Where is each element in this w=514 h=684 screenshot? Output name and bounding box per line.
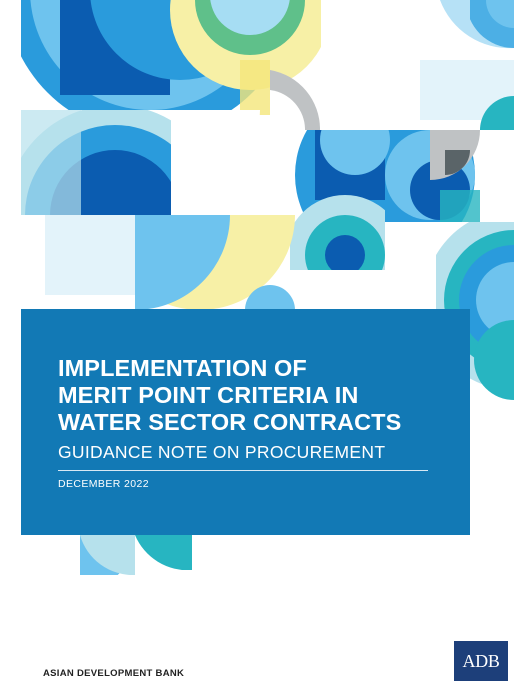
title-line-1: IMPLEMENTATION OF xyxy=(58,355,307,381)
title-divider xyxy=(58,470,428,471)
report-subtitle: GUIDANCE NOTE ON PROCUREMENT xyxy=(58,442,386,462)
publication-date: DECEMBER 2022 xyxy=(58,478,149,490)
adb-logo: ADB xyxy=(454,641,508,681)
report-title: IMPLEMENTATION OF MERIT POINT CRITERIA I… xyxy=(58,355,458,436)
title-line-2: MERIT POINT CRITERIA IN xyxy=(58,382,359,408)
title-panel xyxy=(21,309,470,535)
title-line-3: WATER SECTOR CONTRACTS xyxy=(58,409,402,435)
adb-logo-text: ADB xyxy=(462,650,500,671)
publisher-name: ASIAN DEVELOPMENT BANK xyxy=(43,668,185,679)
